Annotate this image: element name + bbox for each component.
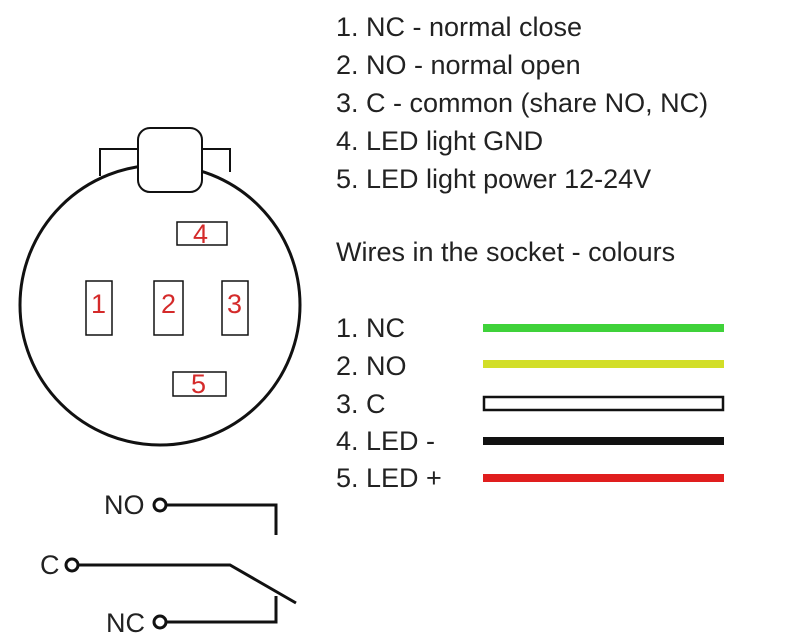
socket-outline — [18, 163, 302, 447]
socket-key-nut — [137, 127, 203, 193]
switch-nc-label: NC — [106, 608, 145, 638]
pin-legend-item-5: 5. LED light power 12-24V — [336, 164, 652, 194]
wire-bar-nc — [483, 324, 724, 332]
wire-bar-led-minus — [483, 437, 724, 445]
switch-c-terminal — [64, 557, 80, 573]
pin-5-box — [172, 371, 227, 397]
switch-c-wire — [78, 563, 297, 605]
wire-label-led-plus: 5. LED + — [336, 463, 442, 493]
pin-legend-item-2: 2. NO - normal open — [336, 50, 581, 80]
socket-key-tab — [99, 148, 231, 176]
pin-5-number: 5 — [191, 369, 207, 399]
switch-c-label: C — [40, 550, 60, 580]
pin-2-box — [153, 280, 184, 336]
pin-4-box — [176, 221, 228, 246]
switch-nc-wire — [166, 596, 278, 624]
wire-bar-c — [482, 395, 725, 412]
wire-label-c: 3. C — [336, 389, 386, 419]
wire-label-led-minus: 4. LED - — [336, 426, 436, 456]
pin-1-number: 1 — [91, 289, 107, 319]
switch-no-label: NO — [104, 490, 145, 520]
pin-3-number: 3 — [227, 289, 243, 319]
pin-legend-item-3: 3. C - common (share NO, NC) — [336, 88, 709, 118]
pin-3-box — [221, 280, 249, 336]
pin-legend-item-4: 4. LED light GND — [336, 126, 544, 156]
pin-legend-item-1: 1. NC - normal close — [336, 12, 583, 42]
switch-no-terminal — [152, 497, 168, 513]
wires-heading: Wires in the socket - colours — [336, 237, 676, 267]
pin-1-box — [85, 280, 113, 336]
wire-bar-no — [483, 360, 724, 368]
wire-label-no: 2. NO — [336, 351, 407, 381]
wire-label-nc: 1. NC — [336, 313, 406, 343]
wire-bar-led-plus — [483, 474, 724, 482]
switch-nc-terminal — [152, 614, 168, 630]
pin-4-number: 4 — [193, 219, 209, 249]
pin-2-number: 2 — [161, 289, 177, 319]
switch-no-wire — [166, 503, 278, 535]
